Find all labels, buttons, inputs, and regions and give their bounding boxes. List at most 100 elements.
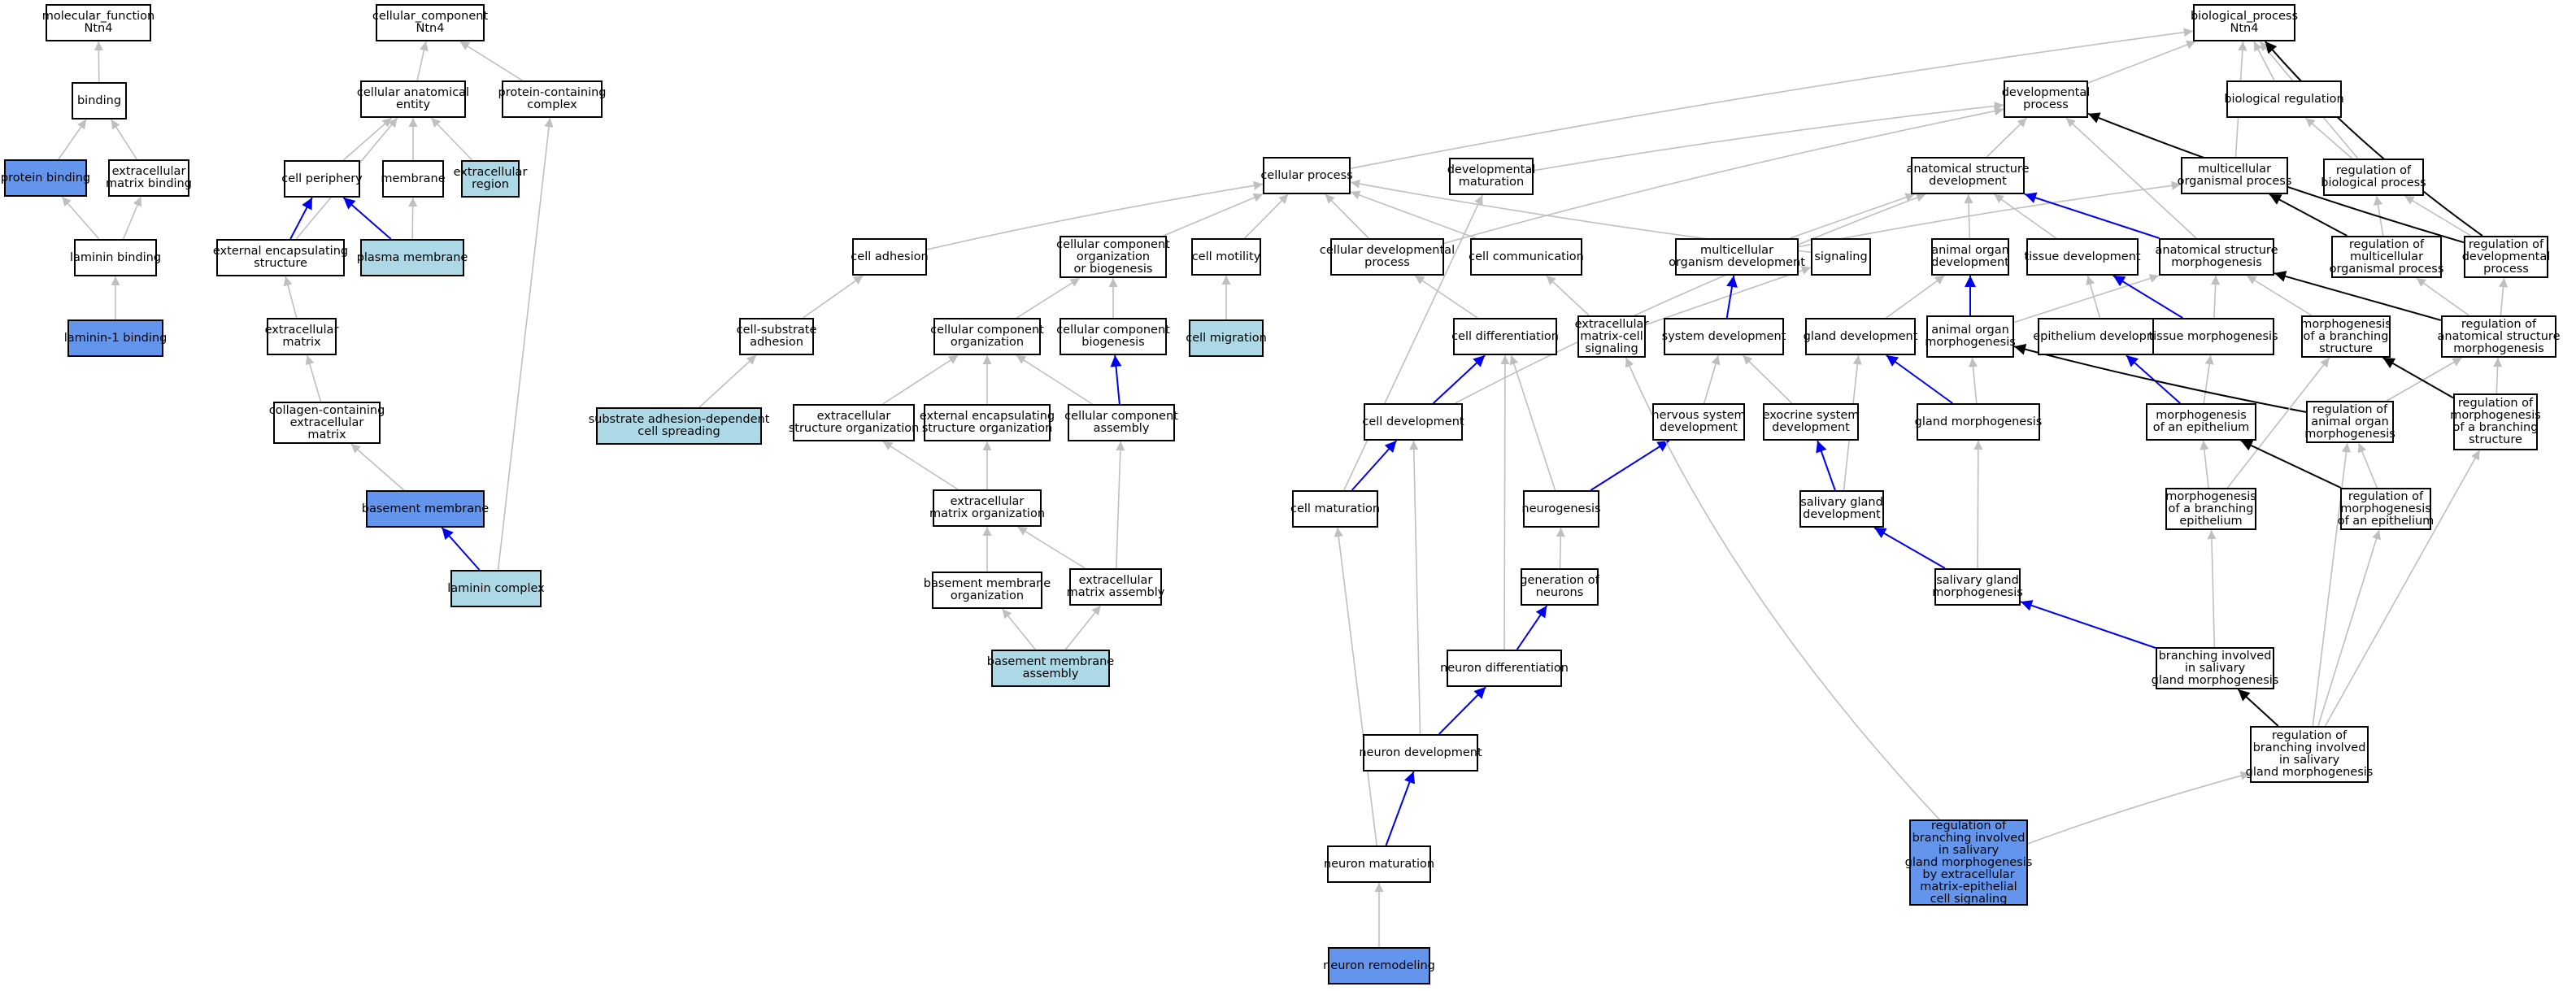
go-term-tissue-dev[interactable]: tissue development bbox=[2024, 238, 2141, 276]
go-term-label-line: epithelium bbox=[2179, 514, 2243, 528]
edge-part-of bbox=[1433, 354, 1486, 404]
go-term-neurogenesis[interactable]: neurogenesis bbox=[1521, 490, 1601, 528]
edge-is-a bbox=[283, 276, 298, 319]
go-term-label-line: process bbox=[1364, 256, 1410, 269]
go-term-label-line: development bbox=[1772, 421, 1850, 434]
go-term-signaling[interactable]: signaling bbox=[1811, 238, 1871, 276]
go-term-system-dev[interactable]: system development bbox=[1662, 318, 1786, 355]
go-term-neuron-maturation[interactable]: neuron maturation bbox=[1324, 845, 1434, 883]
go-term-label-line: neurons bbox=[1535, 586, 1584, 599]
go-term-laminin1-binding[interactable]: laminin-1 binding bbox=[64, 319, 167, 357]
go-term-label-line: morphogenesis bbox=[2156, 409, 2247, 422]
go-term-plasma-membrane[interactable]: plasma membrane bbox=[357, 239, 468, 276]
edge-part-of bbox=[2126, 354, 2181, 404]
go-term-cell-periphery[interactable]: cell periphery bbox=[281, 160, 363, 198]
go-term-tissue-morph[interactable]: tissue morphogenesis bbox=[2148, 318, 2278, 355]
go-term-cell-adhesion[interactable]: cell adhesion bbox=[851, 238, 929, 276]
go-term-gland-morph[interactable]: gland morphogenesis bbox=[1915, 403, 2042, 441]
go-term-cellular-process[interactable]: cellular process bbox=[1260, 157, 1353, 194]
edge-is-a bbox=[122, 196, 142, 240]
go-term-label-line: laminin-1 binding bbox=[63, 331, 168, 345]
edge-is-a bbox=[1016, 277, 1081, 319]
go-term-membrane[interactable]: membrane bbox=[381, 160, 446, 198]
go-term-binding[interactable]: binding bbox=[72, 82, 127, 120]
go-term-gland-dev[interactable]: gland development bbox=[1804, 318, 1917, 355]
go-term-label-line: organismal process bbox=[2329, 262, 2444, 276]
edge-is-a bbox=[2357, 442, 2378, 489]
go-term-label-line: cell development bbox=[1362, 415, 1464, 428]
go-term-label-line: structure organization bbox=[788, 422, 920, 435]
go-term-cell-diff[interactable]: cell differentiation bbox=[1451, 318, 1559, 355]
go-term-protein-binding[interactable]: protein binding bbox=[1, 159, 90, 197]
go-term-neuron-dev[interactable]: neuron development bbox=[1359, 734, 1482, 772]
go-term-label-line: Ntn4 bbox=[2230, 22, 2259, 35]
edge-is-a bbox=[2312, 442, 2352, 727]
go-term-label-line: Ntn4 bbox=[416, 22, 445, 35]
go-term-bio-reg[interactable]: biological regulation bbox=[2224, 80, 2344, 118]
go-term-laminin-complex[interactable]: laminin complex bbox=[447, 570, 545, 607]
go-term-cell-maturation[interactable]: cell maturation bbox=[1290, 490, 1380, 528]
go-term-cell-motility[interactable]: cell motility bbox=[1191, 238, 1261, 276]
go-term-label-line: morphogenesis bbox=[2450, 409, 2541, 422]
go-term-laminin-binding[interactable]: laminin binding bbox=[70, 239, 161, 276]
go-term-cell-migration[interactable]: cell migration bbox=[1186, 319, 1267, 357]
go-term-cell-dev[interactable]: cell development bbox=[1362, 403, 1464, 441]
go-term-basement-membrane[interactable]: basement membrane bbox=[362, 490, 489, 528]
go-term-neuron-diff[interactable]: neuron differentiation bbox=[1440, 650, 1569, 687]
go-term-cell-comm[interactable]: cell communication bbox=[1469, 238, 1584, 276]
go-term-neuron-remodeling[interactable]: neuron remodeling bbox=[1323, 947, 1435, 984]
go-term-label-line: signaling bbox=[1585, 341, 1638, 355]
go-term-label-line: membrane bbox=[381, 172, 446, 185]
